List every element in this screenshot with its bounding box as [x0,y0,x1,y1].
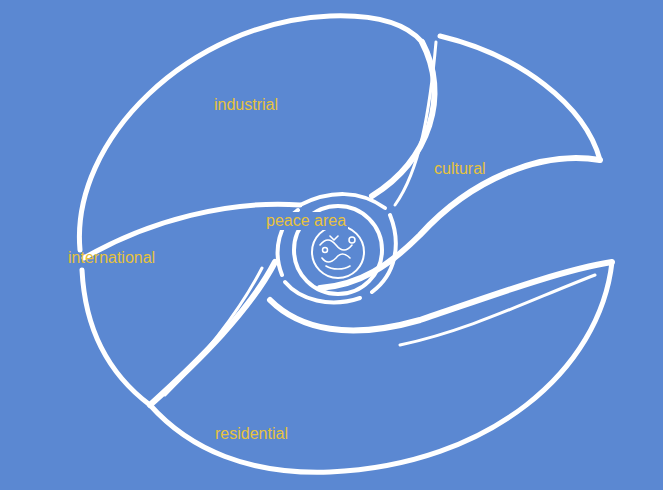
zone-label: residential [215,425,288,443]
center-label: peace area [264,212,348,230]
zone-label: international [68,249,155,267]
zone-label: cultural [434,160,486,178]
zone-label: industrial [214,96,278,114]
